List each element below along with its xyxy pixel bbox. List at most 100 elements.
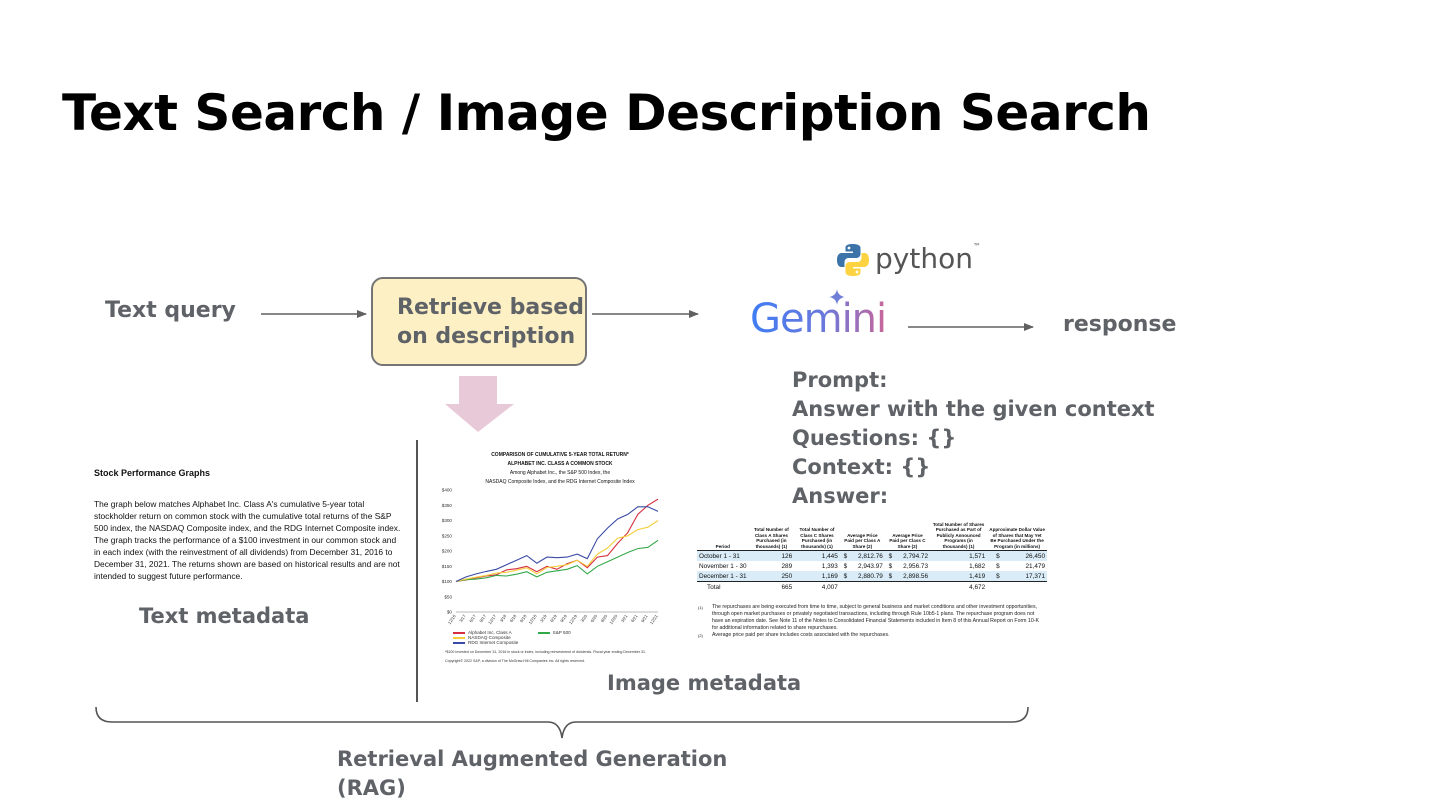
table-note: (2) Average price paid per share includes… [698,632,1046,639]
table-cell [884,581,895,593]
x-tick-label: 6/21 [630,613,639,623]
divider-line [416,440,418,702]
series-line [455,520,659,583]
retrieve-label: Retrieve based on description [397,294,584,349]
x-tick-label: 6/17 [468,613,477,623]
y-tick-label: $150 [442,564,453,569]
table-cell: $ [839,571,850,582]
table-cell: 1,393 [821,562,838,570]
x-tick-label: 12/18 [528,613,538,625]
x-tick-label: 9/20 [600,613,609,623]
x-tick-label: 9/17 [478,613,487,623]
table-cell: November 1 - 30 [699,562,747,570]
rag-label: Retrieval Augmented Generation (RAG) [337,745,727,803]
table-cell: 2,943.97 [857,562,883,570]
x-tick-label: 9/21 [640,613,649,623]
chart-legend: Alphabet Inc. Class A S&P 500NASDAQ Compo… [453,630,663,645]
legend-item: Alphabet Inc. Class A [453,630,512,635]
table-cell: 21,479 [1025,562,1045,570]
prompt-line: Prompt: [792,368,888,392]
legend-label: RDG Internet Composite [468,640,519,645]
table-header: Average Price Paid per Class C Share (2) [884,522,931,552]
x-tick-label: 12/21 [649,613,659,625]
down-arrow-retrieve [445,376,514,432]
table-cell [839,581,850,593]
table-cell: 2,898.56 [894,571,931,582]
gemini-logo: Gemini [750,296,887,342]
table-cell [894,581,931,593]
table-header: Approximate Dollar Value of Shares that … [987,522,1047,552]
table-cell: 4,672 [930,581,988,593]
table-cell: $ [884,571,895,582]
table-cell [987,581,1002,593]
legend-label: Alphabet Inc. Class A [468,630,512,635]
table-cell: 2,880.79 [849,571,885,582]
text-metadata-label: Text metadata [139,604,310,628]
python-tm: ™ [972,242,981,251]
y-tick-label: $100 [442,579,453,584]
prompt-line: Answer: [792,484,889,508]
table-header: Average Price Paid per Class A Share (2) [839,522,885,552]
table-cell: $ [843,562,848,570]
chart-footnote: *$100 invested on December 31, 2016 in s… [445,650,646,654]
legend-label: NASDAQ Composite [468,635,511,640]
y-tick-label: $350 [442,503,453,508]
y-tick-label: $400 [442,488,453,493]
y-tick-label: $200 [442,549,453,554]
x-tick-label: 3/20 [579,613,588,623]
rag-label-line: Retrieval Augmented Generation [337,747,728,771]
legend-label: S&P 500 [552,630,571,635]
table-cell: December 1 - 31 [697,571,749,582]
sparkle-icon [829,289,845,305]
table-header: Total Number of Class C Shares Purchased… [794,522,840,552]
y-tick-label: $0 [447,610,453,615]
table-cell: 1,682 [969,562,986,570]
table-header-row: Period Total Number of Class A Shares Pu… [697,522,1047,552]
table-cell: 1,445 [794,550,840,562]
x-tick-label: 12/19 [568,613,578,625]
table-header: Total Number of Class A Shares Purchased… [748,522,795,552]
retrieve-box: Retrieve based on description [371,277,587,366]
chart-title: COMPARISON OF CUMULATIVE 5-YEAR TOTAL RE… [491,452,629,458]
repurchase-table: Period Total Number of Class A Shares Pu… [697,522,1047,593]
chart-subtitle: ALPHABET INC. CLASS A COMMON STOCK [507,461,613,467]
python-logo-text: python™ [875,242,981,275]
note-text: Average price paid per share includes co… [712,632,890,638]
x-tick-label: 6/19 [549,613,558,623]
table-cell [1001,581,1047,593]
table-cell: 665 [748,581,795,593]
table-cell: October 1 - 31 [697,550,749,562]
table-cell [849,581,885,593]
legend-item: RDG Internet Composite [453,640,518,645]
table-cell: 250 [748,571,795,582]
table-cell: 2,956.73 [903,562,929,570]
table-cell: 4,007 [794,581,840,593]
note-text: The repurchases are being executed from … [712,604,1039,631]
x-tick-label: 9/19 [559,613,568,623]
x-tick-label: 12/20 [608,613,618,625]
series-line [455,506,659,583]
note-mark: (2) [698,633,703,638]
table-cell: 2,812.76 [849,550,885,562]
table-cell: $ [987,571,1002,582]
series-line [455,539,659,583]
chart-header: COMPARISON OF CUMULATIVE 5-YEAR TOTAL RE… [440,451,680,487]
x-tick-label: 3/19 [539,613,548,623]
x-tick-label: 12/16 [447,613,457,625]
table-header: Total Number of Shares Purchased as Part… [930,522,988,552]
table-cell: $ [839,550,850,562]
table-cell: 2,794.72 [894,550,931,562]
x-tick-label: 6/20 [589,613,598,623]
table-cell: 26,450 [1001,550,1047,562]
table-note: (1)The repurchases are being executed fr… [698,604,1046,632]
y-tick-label: $250 [442,533,453,538]
table-cell: 17,371 [1001,571,1047,582]
y-tick-label: $50 [444,594,452,599]
text-doc-heading: Stock Performance Graphs [94,468,211,478]
rag-label-line: (RAG) [337,776,406,800]
chart-footnotes: *$100 invested on December 31, 2016 in s… [445,648,646,666]
